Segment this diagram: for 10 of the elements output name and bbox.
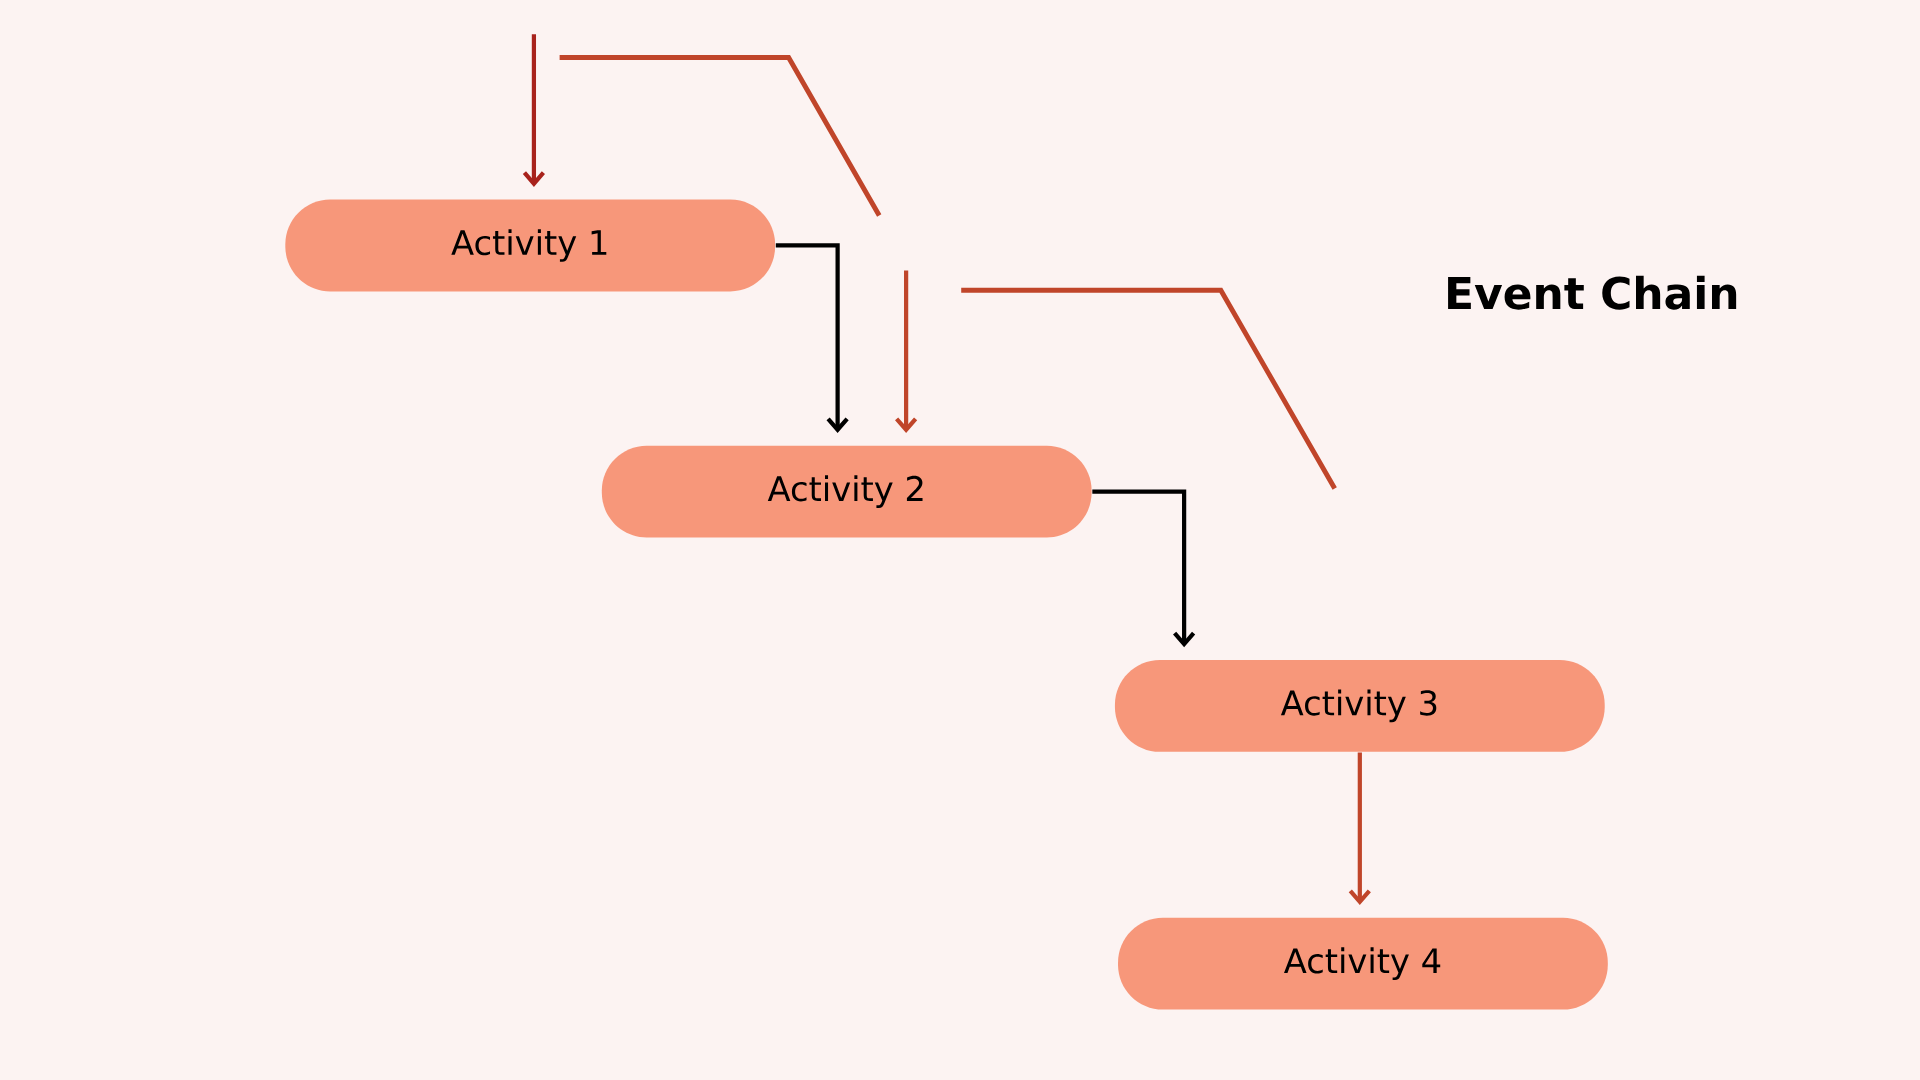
activity-box: Activity 4: [1118, 917, 1608, 1010]
activity-box: Activity 3: [1114, 660, 1605, 752]
title: Event Chain: [1448, 275, 1737, 310]
activity-box: Activity 1: [285, 199, 776, 292]
arrow: [895, 270, 918, 433]
activity-box: Activity 2: [601, 445, 1092, 538]
arrow: [522, 34, 545, 187]
arrow: [1348, 752, 1371, 906]
arrow: [775, 243, 849, 433]
arrow: [1092, 489, 1196, 648]
